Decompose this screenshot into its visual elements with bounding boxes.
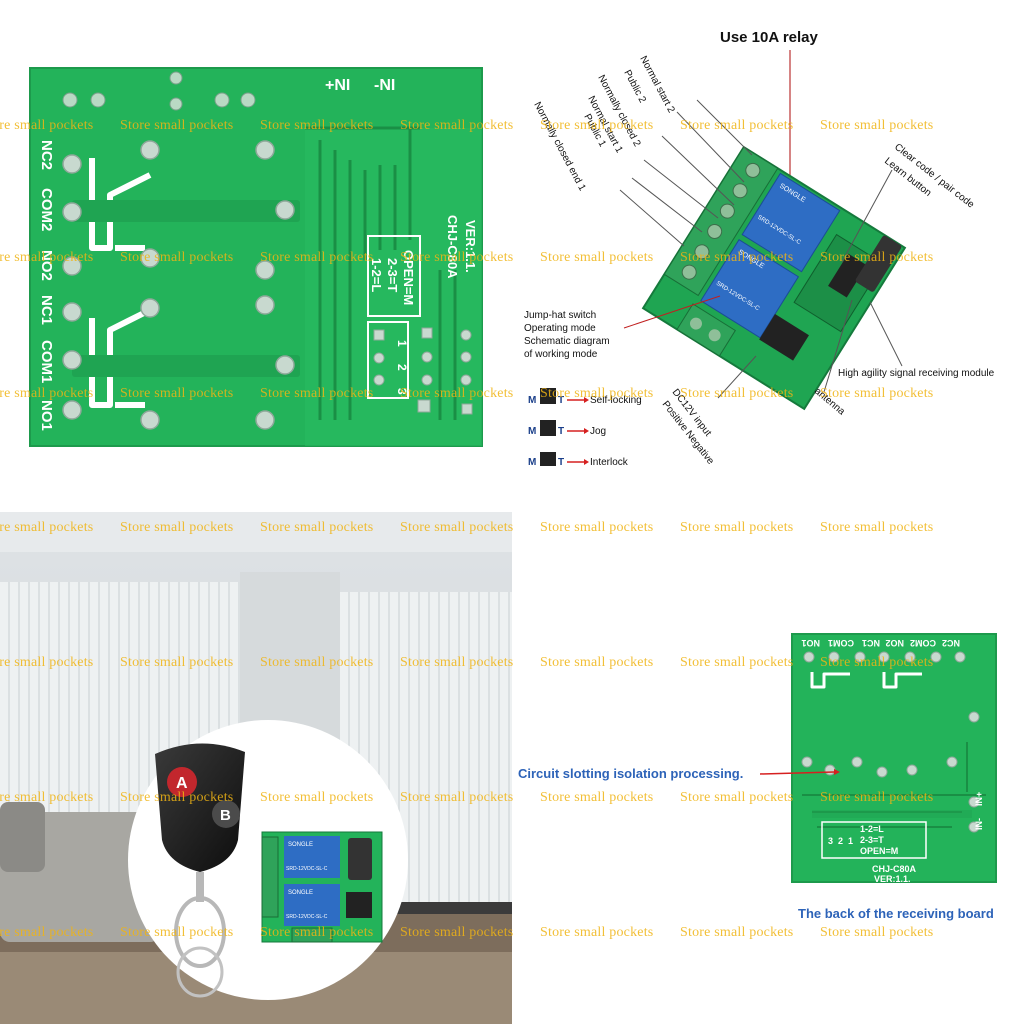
small-term-com2: COM2: [910, 638, 936, 648]
mode-t-2: T: [558, 426, 564, 437]
small-jumper-pin-1: 1: [848, 836, 853, 846]
small-power-in-neg: IN-: [974, 818, 984, 830]
mode-interlock: M T Interlock: [528, 452, 629, 468]
button-a-label: A: [176, 775, 188, 792]
mode-m-3: M: [528, 457, 536, 468]
diagram-title: Use 10A relay: [720, 29, 819, 46]
small-term-nc2: NC2: [942, 638, 960, 648]
small-relay-model-2: SRD-12VDC-SL-C: [286, 914, 328, 920]
power-label-neg: -NI: [374, 77, 395, 94]
receiver-board-small: SONGLE SRD-12VDC-SL-C SONGLE SRD-12VDC-S…: [261, 831, 383, 943]
jump-hat-line-3: Schematic diagram: [524, 336, 610, 347]
small-term-no1: NO1: [801, 638, 820, 648]
jumper-pin-1: 1: [395, 340, 409, 347]
terminal-label-com1: COM1: [38, 340, 55, 383]
jumper-line-2: 2-3=T: [385, 258, 400, 292]
small-power-in-pos: IN+: [974, 792, 984, 806]
button-a[interactable]: [167, 767, 197, 797]
terminal-label-nc1: NC1: [38, 295, 55, 325]
jump-hat-line-2: Operating mode: [524, 323, 596, 334]
small-jumper-line-2: 2-3=T: [860, 835, 884, 845]
receiving-board-back: NO1 COM1 NC1 NO2 COM2 NC2 1-2=L 2-3=T O: [512, 512, 1024, 1024]
small-jumper-pin-3: 3: [828, 836, 833, 846]
board-photo-angled: SONGLE SRD-12VDC-SL-C SONGLE SRD-12VDC-S…: [641, 145, 907, 411]
board-model: CHJ-C80A: [445, 215, 460, 279]
small-relay-brand-1: SONGLE: [288, 842, 313, 848]
jumper-line-3: OPEN=M: [401, 250, 416, 305]
small-term-nc1: NC1: [862, 638, 880, 648]
small-board-version: VER:1.1.: [874, 874, 911, 884]
remote-control: A B: [155, 743, 245, 998]
mode-t-3: T: [558, 457, 564, 468]
mode-legend: M T Self-locking M T Jog M T: [528, 388, 642, 468]
small-term-com1: COM1: [828, 638, 854, 648]
power-label-pos: +NI: [325, 77, 350, 94]
terminal-label-no1: NO1: [38, 400, 55, 431]
jumper-pin-3: 3: [395, 388, 409, 395]
terminal-label-no2: NO2: [38, 250, 55, 281]
mode-t-1: T: [558, 395, 564, 406]
small-relay-model-1: SRD-12VDC-SL-C: [286, 866, 328, 872]
mode-label-interlock: Interlock: [590, 457, 629, 468]
jump-hat-line-1: Jump-hat switch: [524, 310, 596, 321]
small-relay-brand-2: SONGLE: [288, 890, 313, 896]
mode-m-1: M: [528, 395, 536, 406]
small-term-no2: NO2: [885, 638, 904, 648]
board-back-photo: +NI -NI NC2 COM2 NO2 NC1 COM1 NO1 CHJ-C8…: [0, 0, 512, 512]
terminal-label-nc2: NC2: [38, 140, 55, 170]
small-jumper-line-1: 1-2=L: [860, 824, 884, 834]
mode-m-2: M: [528, 426, 536, 437]
mode-label-jog: Jog: [590, 426, 606, 437]
small-jumper-pin-2: 2: [838, 836, 843, 846]
remote-room-photo: A B SONGLE SRD-12VDC-SL-C SONGLE SRD-12V…: [0, 512, 512, 1024]
mode-self-locking: M T Self-locking: [528, 388, 642, 406]
annotated-board-diagram: Use 10A relay SONGLE SRD-12VDC-SL-C SONG…: [512, 0, 1024, 512]
small-board-model: CHJ-C80A: [872, 864, 917, 874]
label-signal-module: High agility signal receiving module: [838, 368, 995, 379]
button-b-label: B: [220, 807, 231, 824]
terminal-label-com2: COM2: [38, 188, 55, 231]
jumper-pin-2: 2: [395, 364, 409, 371]
jumper-line-1: 1-2=L: [369, 258, 384, 292]
small-jumper-line-3: OPEN=M: [860, 846, 898, 856]
caption-back: The back of the receiving board: [798, 906, 994, 921]
mode-jog: M T Jog: [528, 420, 606, 437]
mode-label-self-locking: Self-locking: [590, 395, 642, 406]
board-version: VER:1.1.: [463, 220, 478, 273]
jump-hat-line-4: of working mode: [524, 349, 598, 360]
caption-slotting: Circuit slotting isolation processing.: [518, 766, 743, 781]
button-b[interactable]: [212, 800, 240, 828]
